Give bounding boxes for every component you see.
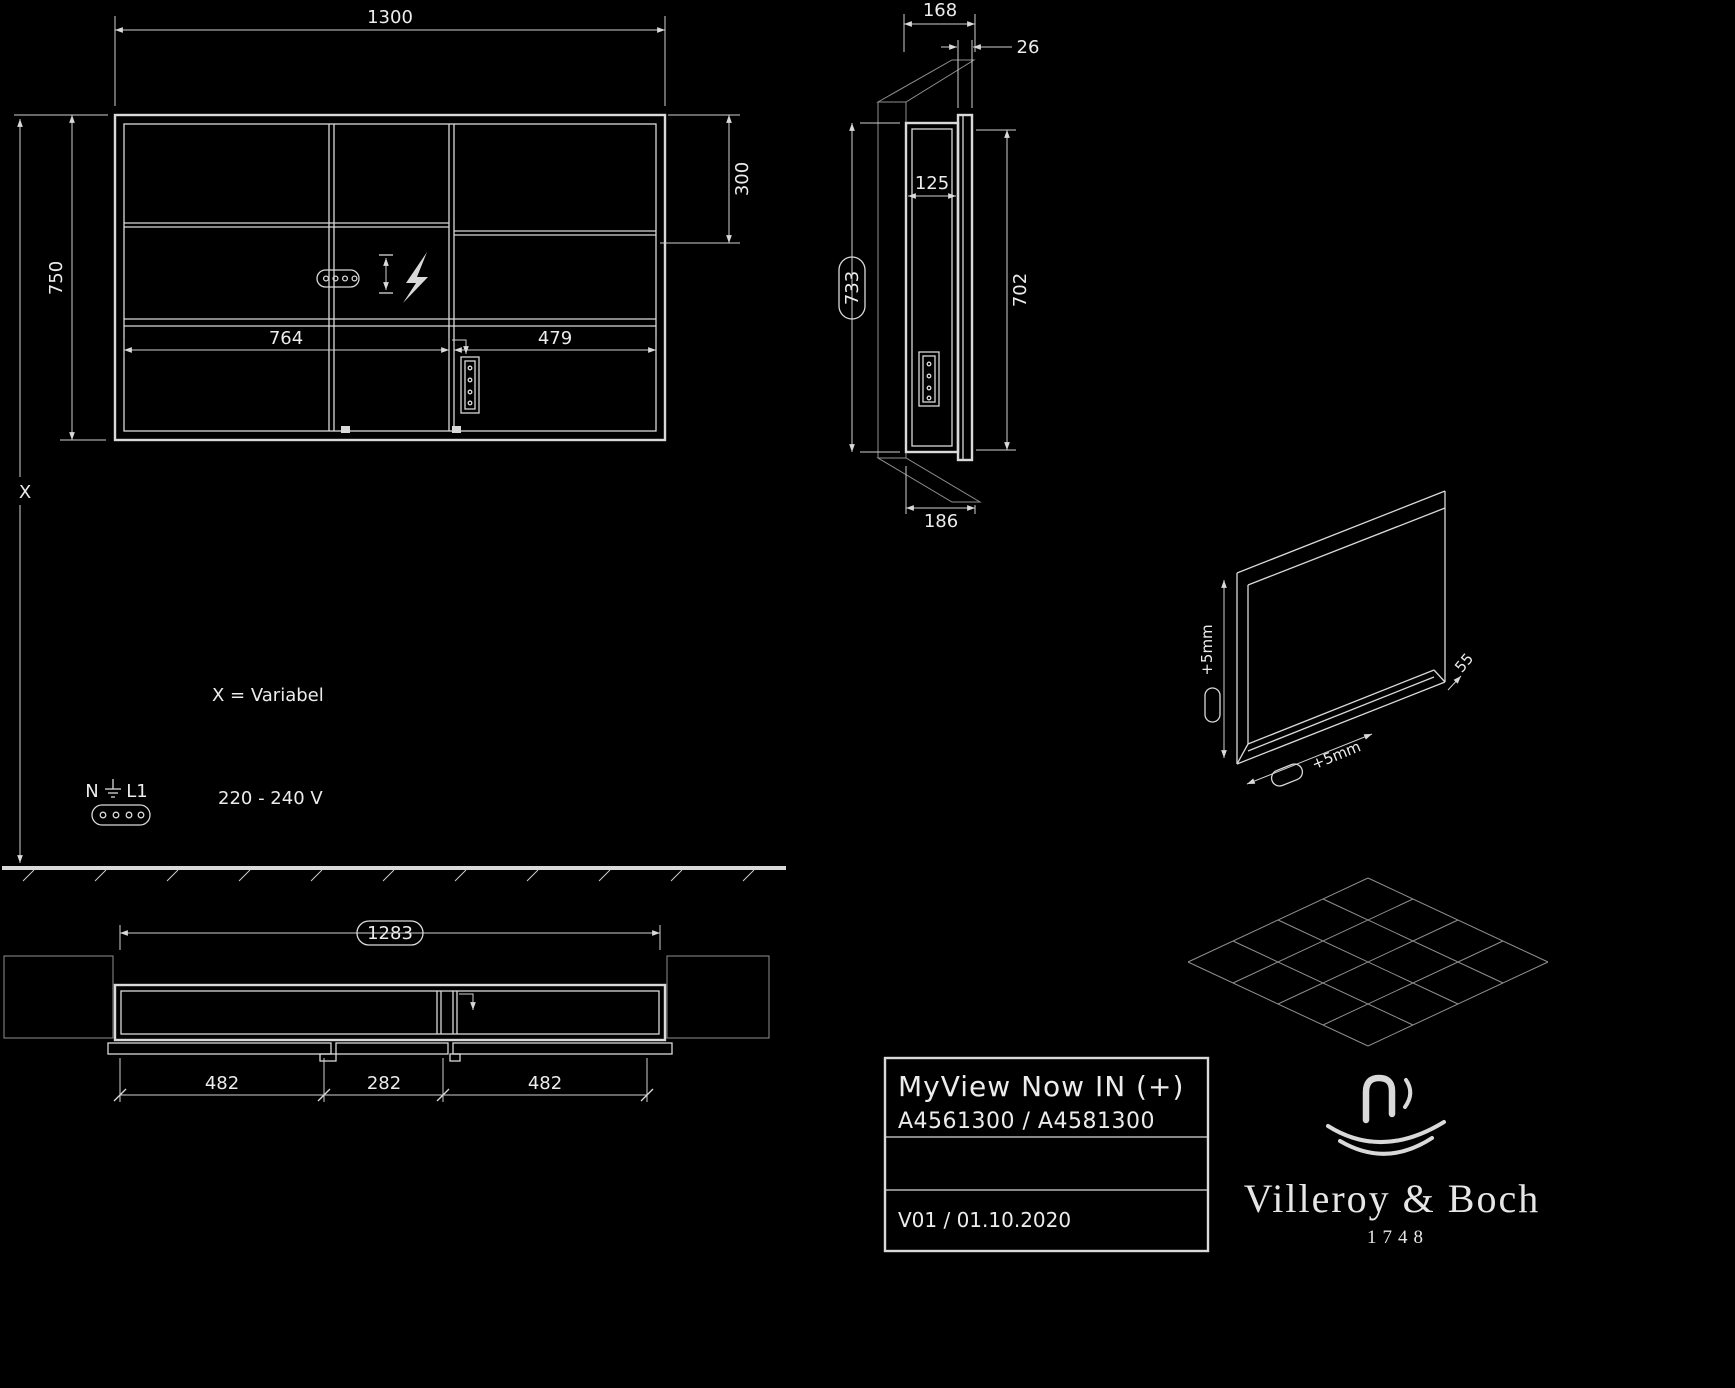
wall-hatch-right (666, 955, 770, 1039)
dim-bottom-depth: 186 (924, 511, 958, 532)
product-name: MyView Now IN (+) (898, 1070, 1184, 1103)
divider-hook-icon-plan (459, 993, 476, 1010)
dim-right-compartment: 479 (538, 328, 572, 349)
door-mark-left (341, 426, 350, 433)
side-view (876, 59, 982, 503)
dim-niche-width: 1283 (367, 923, 413, 944)
dim-niche-height: 733 (842, 271, 863, 305)
villeroy-boch-mark-icon (1326, 1074, 1446, 1156)
earth-ground-icon (105, 779, 121, 798)
plan-view: 1283 482 282 482 (3, 920, 770, 1102)
hinge-mark-left (319, 1053, 337, 1062)
x-variable-note: X = Variabel (212, 685, 324, 706)
dim-depth-total: 168 (923, 0, 957, 21)
socket-module-icon (460, 356, 480, 414)
dim-x-variable: X (19, 482, 31, 503)
door-panel-right (452, 1042, 673, 1055)
hinge-mark-right (449, 1053, 461, 1062)
front-view-dimensions: 1300 750 300 764 479 (46, 7, 753, 441)
dim-front-overhang: 26 (1017, 37, 1040, 58)
lightning-bolt-icon (403, 252, 428, 303)
version-date: V01 / 01.10.2020 (898, 1208, 1071, 1232)
power-socket-icon (316, 269, 360, 288)
gap-vertical-label: +5mm (1198, 624, 1216, 675)
dim-door-right: 482 (528, 1073, 562, 1094)
side-view-dimensions: 168 26 125 733 702 186 (838, 0, 1040, 532)
dim-niche-width-badge: 1283 (356, 920, 424, 946)
installation-annotations: X X = Variabel N L1 (2, 114, 786, 882)
niche-dim-badge-icon-vertical (1204, 687, 1221, 723)
terminal-l1-label: L1 (126, 781, 147, 802)
brand-name: Villeroy & Boch (1244, 1176, 1540, 1221)
floor-hatch-ticks (22, 869, 755, 882)
wall-hatch-left (3, 955, 114, 1039)
title-block: MyView Now IN (+) A4561300 / A4581300 V0… (883, 1056, 1210, 1253)
voltage-label: 220 - 240 V (218, 788, 323, 809)
x-label-mask (13, 477, 37, 505)
dim-inner-depth: 125 (915, 173, 949, 194)
dim-door-center: 282 (367, 1073, 401, 1094)
villeroy-boch-logo: Villeroy & Boch 1748 (1244, 1074, 1540, 1248)
dim-left-compartment: 764 (269, 328, 303, 349)
article-numbers: A4561300 / A4581300 (898, 1109, 1155, 1134)
dim-door-height: 702 (1010, 273, 1031, 307)
dim-door-left: 482 (205, 1073, 239, 1094)
dim-front-width: 1300 (367, 7, 413, 28)
brand-year: 1748 (1367, 1227, 1429, 1248)
front-view (113, 113, 667, 442)
socket-module-side-icon (918, 351, 940, 407)
floor-grid-sketch (1187, 877, 1549, 1047)
wall-hatch-bottom (876, 457, 982, 503)
power-socket-strip-icon (91, 804, 151, 826)
door-mark-right (452, 426, 461, 433)
dim-niche-height-badge: 733 (838, 256, 866, 320)
dim-front-top-right: 300 (732, 162, 753, 196)
door-panel-left (107, 1042, 332, 1055)
terminal-n-label: N (85, 781, 98, 802)
dim-front-height: 750 (46, 261, 67, 295)
height-adjust-arrow-icon (379, 254, 393, 294)
door-panel-center (335, 1042, 449, 1055)
